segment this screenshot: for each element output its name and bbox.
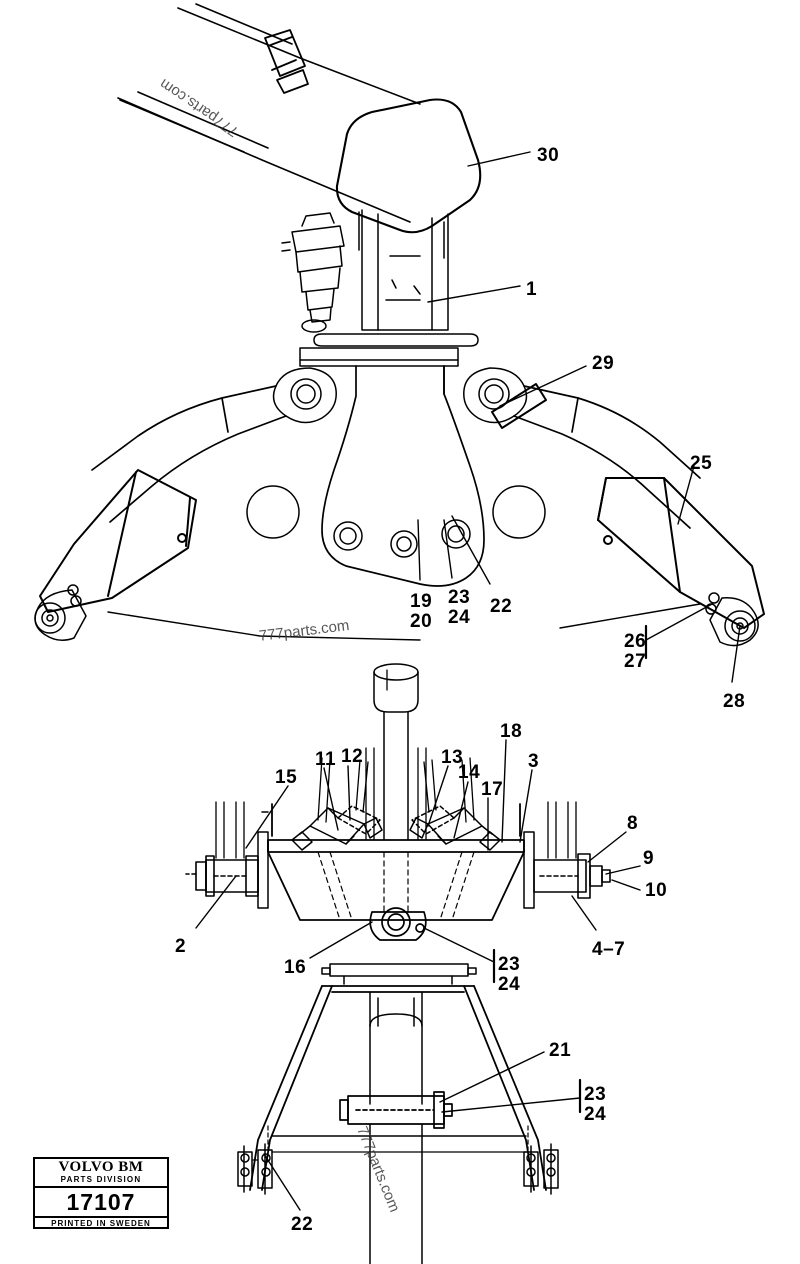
- callout-19-20: 19 20: [410, 591, 433, 632]
- lower-column: [369, 991, 423, 1105]
- housing-side-left: [257, 811, 269, 909]
- ground-line-right: [559, 603, 701, 629]
- callout-3: 3: [528, 751, 540, 772]
- boss-left: [246, 485, 300, 539]
- leader-lines-lower: [263, 1051, 581, 1211]
- callout-8: 8: [627, 813, 639, 834]
- lower-bracket-left: [237, 1143, 273, 1195]
- callout-10: 10: [645, 880, 668, 901]
- casting-bosses: [333, 519, 471, 558]
- cylinder-left-inner: [337, 805, 381, 835]
- arm-end-right: [597, 477, 765, 629]
- callout-9: 9: [643, 848, 655, 869]
- callout-21: 21: [549, 1040, 572, 1061]
- boom-arm-upper: [117, 3, 421, 223]
- callout-28: 28: [723, 691, 746, 712]
- wheel-hub-right: [705, 592, 759, 647]
- lower-frame-trapezoid: [249, 985, 547, 1191]
- wheel-hub-left: [34, 584, 87, 641]
- boom-collar: [264, 29, 309, 94]
- swivel-valve-assembly: [281, 212, 345, 333]
- mast-plates: [361, 209, 449, 331]
- pivot-ear-left: [272, 367, 337, 424]
- cylinder-right-inner: [411, 805, 455, 835]
- stub-axle-left: [185, 855, 259, 897]
- lower-bracket-right: [523, 1143, 559, 1195]
- callout-16: 16: [284, 957, 307, 978]
- callout-4-7: 4–7: [592, 939, 626, 960]
- a-frame-casting: [321, 365, 485, 587]
- callout-2: 2: [175, 936, 187, 957]
- callout-22-lower: 22: [291, 1214, 314, 1235]
- center-boss-middle: [369, 907, 427, 941]
- title-block-division: PARTS DIVISION: [35, 1175, 167, 1188]
- callout-23-24-middle: 23 24: [498, 954, 521, 995]
- callout-12: 12: [341, 746, 364, 767]
- leader-lines-middle: [195, 739, 641, 963]
- callout-18: 18: [500, 721, 523, 742]
- housing-side-right: [523, 831, 535, 909]
- stub-axle-right: [533, 853, 611, 899]
- lower-flange-middle: [321, 963, 477, 985]
- callout-1: 1: [526, 279, 538, 300]
- riser-tubes-right: [547, 801, 577, 859]
- link-29: [491, 383, 547, 429]
- watermark-bottom: 777parts.com: [353, 1124, 404, 1215]
- housing-hidden-lines: [317, 851, 475, 921]
- callout-22-upper: 22: [490, 596, 513, 617]
- callout-30: 30: [537, 145, 560, 166]
- hood-casting: [335, 98, 482, 234]
- callout-11: 11: [315, 749, 337, 770]
- boss-right: [492, 485, 546, 539]
- column-top-middle: [373, 663, 419, 841]
- cylinder-housing: [267, 803, 525, 921]
- callout-25: 25: [690, 453, 713, 474]
- callout-13: 13: [441, 747, 464, 768]
- swing-arm-left: [91, 385, 287, 523]
- title-block-drawing-number: 17107: [35, 1188, 167, 1218]
- lower-cross-tube: [339, 1091, 453, 1129]
- pivot-ear-right: [463, 367, 528, 424]
- lower-hidden-lines: [267, 1125, 529, 1151]
- callout-23-24-upper: 23 24: [448, 587, 471, 628]
- watermark-top: 777parts.com: [156, 75, 242, 140]
- title-block: VOLVO BM PARTS DIVISION 17107 PRINTED IN…: [33, 1157, 169, 1229]
- title-block-brand: VOLVO BM: [58, 1159, 144, 1175]
- turntable-flange: [299, 333, 479, 367]
- callout-23-24-lower: 23 24: [584, 1084, 607, 1125]
- callout-17: 17: [481, 779, 504, 800]
- swing-arm-right: [513, 385, 701, 529]
- callout-14: 14: [458, 762, 481, 783]
- cylinder-right-pair: [409, 807, 501, 851]
- lower-body-box: [271, 1123, 527, 1264]
- title-block-printed-in: PRINTED IN SWEDEN: [51, 1219, 151, 1228]
- arm-end-left: [39, 469, 197, 613]
- cylinder-left-pair: [291, 807, 383, 851]
- callout-26-27: 26 27: [624, 631, 647, 672]
- riser-tubes-left: [215, 801, 245, 859]
- watermark-middle: 777parts.com: [258, 616, 351, 645]
- callout-29: 29: [592, 353, 615, 374]
- callout-15: 15: [275, 767, 298, 788]
